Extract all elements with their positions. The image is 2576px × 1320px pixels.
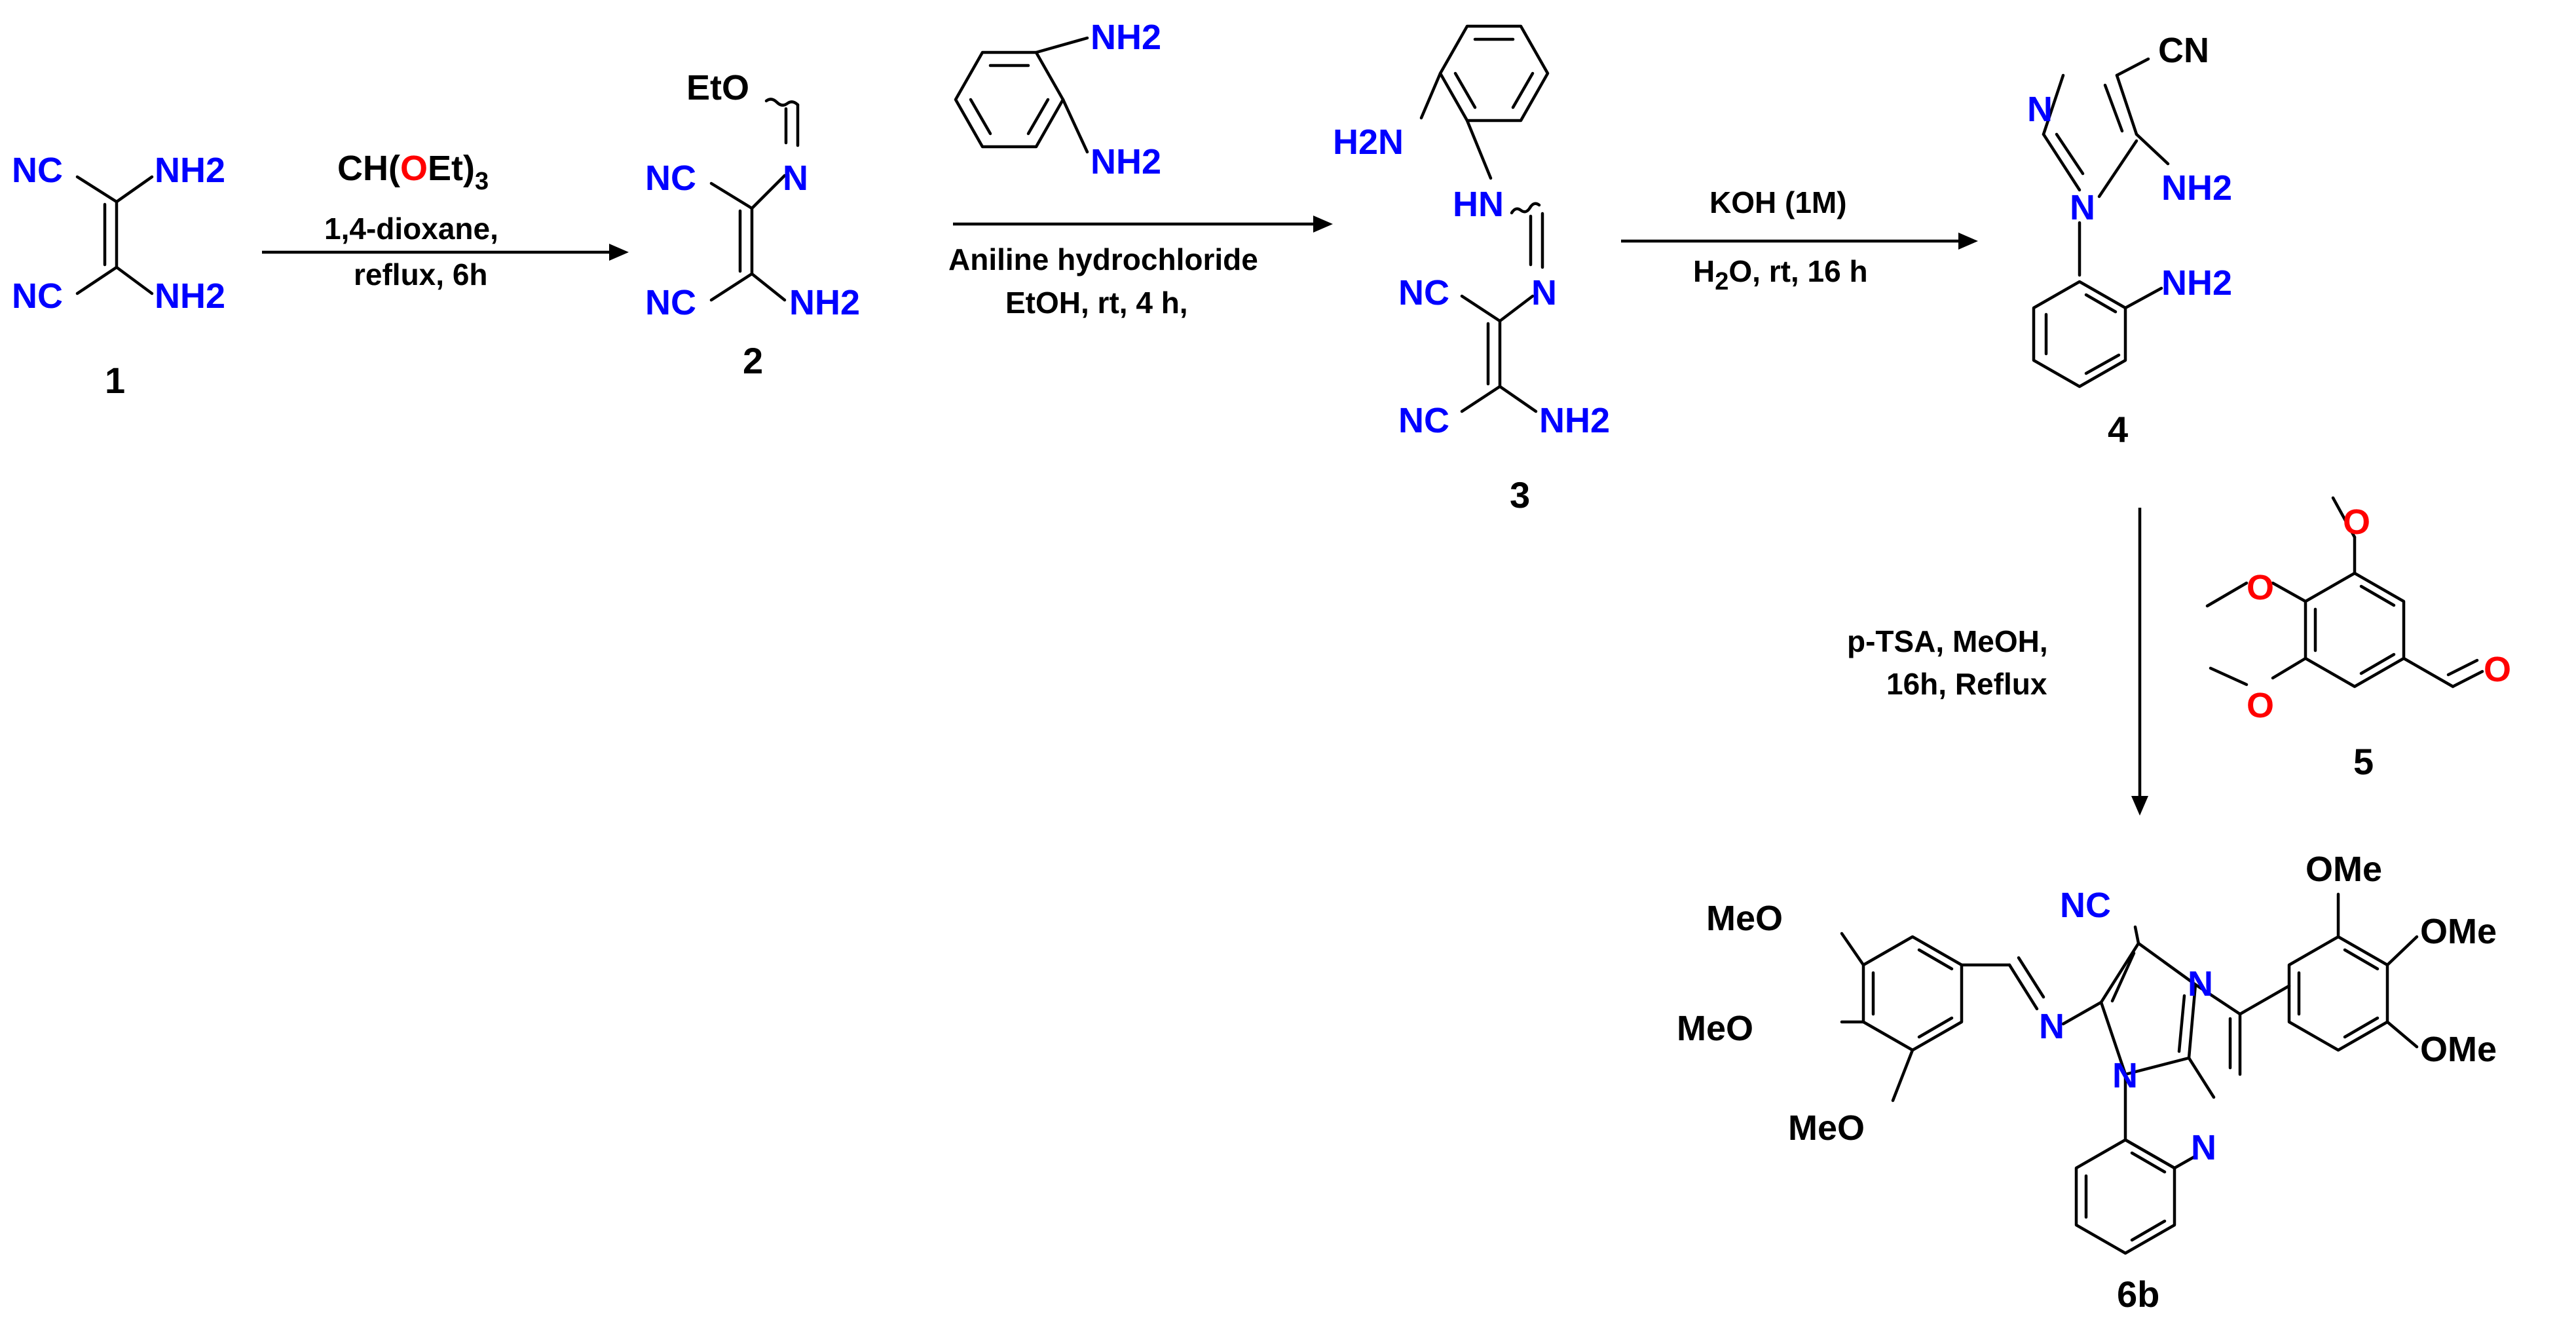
c1-nc-top: NC: [12, 151, 63, 190]
compound-4: CN N N NH2 NH2 4: [2027, 31, 2232, 450]
c6b-ome-2: OMe: [2420, 912, 2497, 951]
step-3-base: KOH (1M): [1709, 185, 1847, 219]
c5-o-aldehyde: O: [2484, 650, 2511, 689]
compound-3: H2N HN N NC NC NH2 3: [1333, 24, 1610, 516]
step-2-solvent: EtOH, rt, 4 h,: [1005, 286, 1188, 320]
step-3-conditions: KOH (1M) H2O, rt, 16 h: [1693, 185, 1868, 295]
c3-nc-top: NC: [1398, 273, 1449, 312]
diamine-nh2-bottom: NH2: [1091, 142, 1161, 181]
c6b-bridge-n: N: [2112, 1056, 2138, 1095]
step-1-conditions: CH(OEt)3 1,4-dioxane, reflux, 6h: [324, 149, 498, 292]
compound-2-label: 2: [743, 340, 763, 381]
compound-4-bonds: [2032, 57, 2170, 388]
step-2-reagent: Aniline hydrochloride: [948, 242, 1258, 276]
step-3-solvent: H2O, rt, 16 h: [1693, 254, 1868, 295]
reaction-arrow-2: [953, 216, 1333, 233]
c6b-imidazole-n: N: [2188, 964, 2213, 1004]
compound-5-label: 5: [2353, 741, 2374, 782]
c2-nc-bottom: NC: [645, 283, 696, 322]
reaction-arrow-4: [2131, 508, 2148, 816]
c2-nc-top: NC: [645, 159, 696, 198]
compound-3-label: 3: [1510, 474, 1530, 516]
c3-nc-bottom: NC: [1398, 401, 1449, 440]
c4-cn: CN: [2158, 31, 2209, 70]
compound-6b-label: 6b: [2117, 1273, 2159, 1315]
c4-nh2-aryl: NH2: [2161, 263, 2232, 303]
c6b-ome-3: OMe: [2420, 1030, 2497, 1069]
c6b-meo-3: MeO: [1788, 1108, 1865, 1148]
step-4-time: 16h, Reflux: [1886, 667, 2047, 701]
c3-nh2: NH2: [1539, 401, 1610, 440]
compound-6b: MeO MeO MeO OMe OMe OMe NC N N N N 6b: [1677, 850, 2497, 1315]
compound-2-bonds: [709, 98, 800, 302]
compound-5: O O O O 5: [2205, 496, 2511, 782]
diamine-nh2-top: NH2: [1091, 18, 1161, 57]
step-1-reagent: CH(OEt)3: [337, 149, 489, 195]
c1-nc-bottom: NC: [12, 276, 63, 316]
reaction-arrow-3: [1621, 233, 1978, 250]
compound-3-bonds: [1419, 24, 1550, 413]
step-2-conditions: Aniline hydrochloride EtOH, rt, 4 h,: [948, 242, 1258, 320]
c5-o-low: O: [2247, 686, 2274, 725]
c3-hn: HN: [1453, 185, 1504, 224]
c2-imine-n: N: [783, 159, 808, 198]
c4-n1: N: [2070, 188, 2095, 227]
c6b-ome-1: OMe: [2305, 850, 2382, 889]
compound-1-bonds: [75, 175, 154, 295]
c3-h2n: H2N: [1333, 123, 1404, 162]
c4-n3: N: [2027, 90, 2053, 129]
c3-imine-n: N: [1531, 273, 1557, 312]
compound-4-label: 4: [2108, 409, 2128, 450]
step-1-solvent: 1,4-dioxane,: [324, 212, 498, 246]
reaction-arrow-1: [262, 244, 629, 261]
step-4-reagent: p-TSA, MeOH,: [1847, 624, 2048, 658]
step-1-time: reflux, 6h: [354, 257, 488, 292]
compound-1-label: 1: [105, 360, 125, 401]
compound-6b-bonds: [1840, 892, 2419, 1255]
c5-o-left: O: [2247, 568, 2274, 607]
step-4-conditions: p-TSA, MeOH, 16h, Reflux: [1847, 624, 2048, 701]
c6b-quinoxaline-n: N: [2191, 1128, 2216, 1167]
c6b-imine-n: N: [2039, 1007, 2064, 1046]
c1-nh2-top: NH2: [155, 151, 225, 190]
c1-nh2-bottom: NH2: [155, 276, 225, 316]
c6b-meo-2: MeO: [1677, 1009, 1753, 1048]
diamine-bonds: [954, 36, 1089, 154]
c6b-nc: NC: [2060, 886, 2111, 925]
c5-o-top: O: [2343, 502, 2370, 542]
compound-5-bonds: [2205, 496, 2484, 688]
c6b-meo-1: MeO: [1706, 899, 1783, 938]
compound-2: EtO N NC NC NH2 2: [645, 68, 860, 381]
compound-1: NC NH2 NC NH2 1: [12, 151, 225, 401]
c2-eto: EtO: [686, 68, 749, 107]
c2-nh2: NH2: [789, 283, 860, 322]
c4-nh2-ring: NH2: [2161, 168, 2232, 208]
o-phenylenediamine: NH2 NH2: [954, 18, 1161, 181]
